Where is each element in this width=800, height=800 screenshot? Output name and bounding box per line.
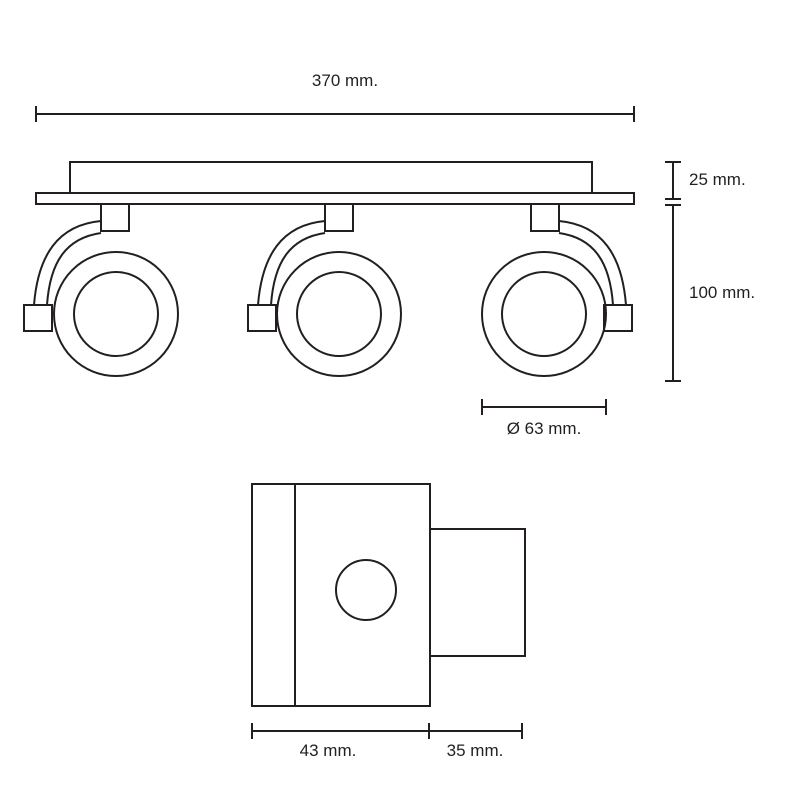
front-view [23,161,635,377]
side-body [251,483,431,707]
dimension-total-width: 370 mm. [35,71,635,122]
dimension-side-depth: 43 mm. 35 mm. [251,723,523,760]
label-side-depth-body: 43 mm. [300,741,357,760]
side-view [251,483,526,707]
dimension-diameter: Ø 63 mm. [481,399,607,438]
spotlight-left [23,203,179,377]
dimension-base-height: 25 mm. [665,161,746,200]
spotlight-right [481,203,633,377]
dimension-spot-height: 100 mm. [665,204,755,382]
label-total-width: 370 mm. [312,71,378,90]
label-spot-height: 100 mm. [689,283,755,302]
label-base-height: 25 mm. [689,170,746,189]
label-diameter: Ø 63 mm. [507,419,582,438]
spotlight-center [247,203,402,377]
side-head [429,528,526,657]
mounting-bar [35,192,635,205]
label-side-depth-head: 35 mm. [447,741,504,760]
mounting-plate-top [69,161,593,194]
side-pivot [335,559,397,621]
